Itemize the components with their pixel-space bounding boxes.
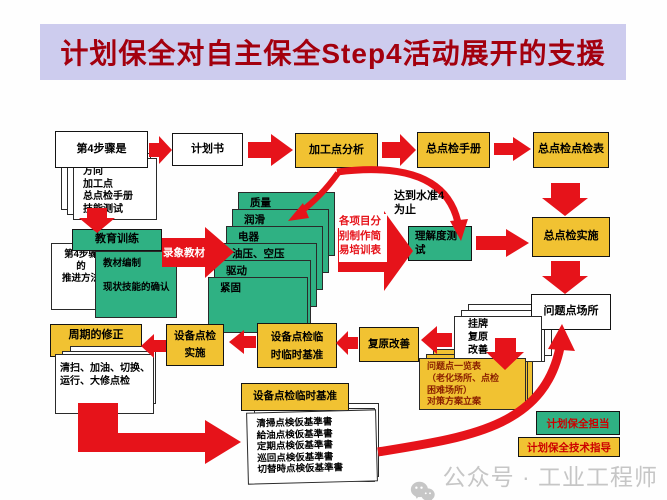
watermark: 公众号 · 工业工程师联盟 — [410, 458, 667, 500]
box-understanding-test: 理解度测 试 — [408, 226, 472, 261]
page-title: 计划保全对自主保全Step4活动展开的支援 — [40, 24, 626, 80]
wechat-icon — [410, 481, 435, 500]
problem-list-page: 问题点一览表 （老化场所、点检 困难场所） 对策方案立案 — [419, 358, 526, 410]
box-restore-improve: 复原改善 — [359, 327, 419, 362]
box-inspection-manual: 总点检手册 — [417, 132, 490, 168]
legend-pm-tech-guide: 计划保全技术指导 — [518, 437, 620, 457]
box-temp-standard: 设备点检临 时临时基准 — [257, 323, 337, 368]
arrow-test-to-implementation — [476, 229, 529, 257]
box-step4: 第4步骤是 — [55, 131, 148, 168]
box-inspection-sheet: 总点检点检表 — [533, 132, 609, 168]
step4-docs-page: 方向 加工点 总点检手册 技能测试 — [73, 158, 157, 220]
arrow-restore-to-standard — [336, 331, 358, 355]
tags-page: 挂牌 复原 改善 — [454, 316, 542, 362]
box-process-point-analysis: 加工点分析 — [295, 133, 378, 168]
note-per-item-training: 各项目分 别制作简 易培训表 — [339, 214, 387, 262]
periodic-docs-page: 清扫、加油、切换、 运行、大修点检 — [55, 354, 154, 414]
box-problem-site: 问题点场所 — [531, 294, 611, 330]
legend-pm-owner: 计划保全担当 — [536, 411, 620, 435]
temp-standard-page: 清掃点検仮基準書 給油点検仮基準書 定期点検仮基準書 巡回点検仮基準書 切替時点… — [246, 409, 378, 485]
box-temp-standard-title: 设备点检临时基准 — [241, 383, 349, 411]
page-material-compilation: 教材编制 现状技能的确认 — [95, 251, 177, 318]
box-equipment-check: 设备点检 实施 — [166, 324, 224, 366]
arrow-plan-to-analysis — [248, 134, 293, 166]
video-material-label: 录象教材 — [163, 247, 205, 259]
arrow-standard-to-check — [229, 330, 256, 354]
arrow-analysis-to-manual — [382, 134, 416, 166]
note-reach-level4: 达到水准4 为止 — [394, 190, 445, 216]
box-plan-book: 计划书 — [172, 133, 243, 166]
watermark-text: 公众号 · 工业工程师联盟 — [442, 464, 659, 500]
box-education-training: 教育训练 — [72, 229, 162, 251]
arrow-implementation-to-problem-site — [542, 261, 588, 294]
arrow-sheet-to-implementation — [542, 183, 588, 216]
arrow-manual-to-sheet — [494, 137, 531, 161]
box-implementation: 总点检实施 — [532, 217, 610, 257]
